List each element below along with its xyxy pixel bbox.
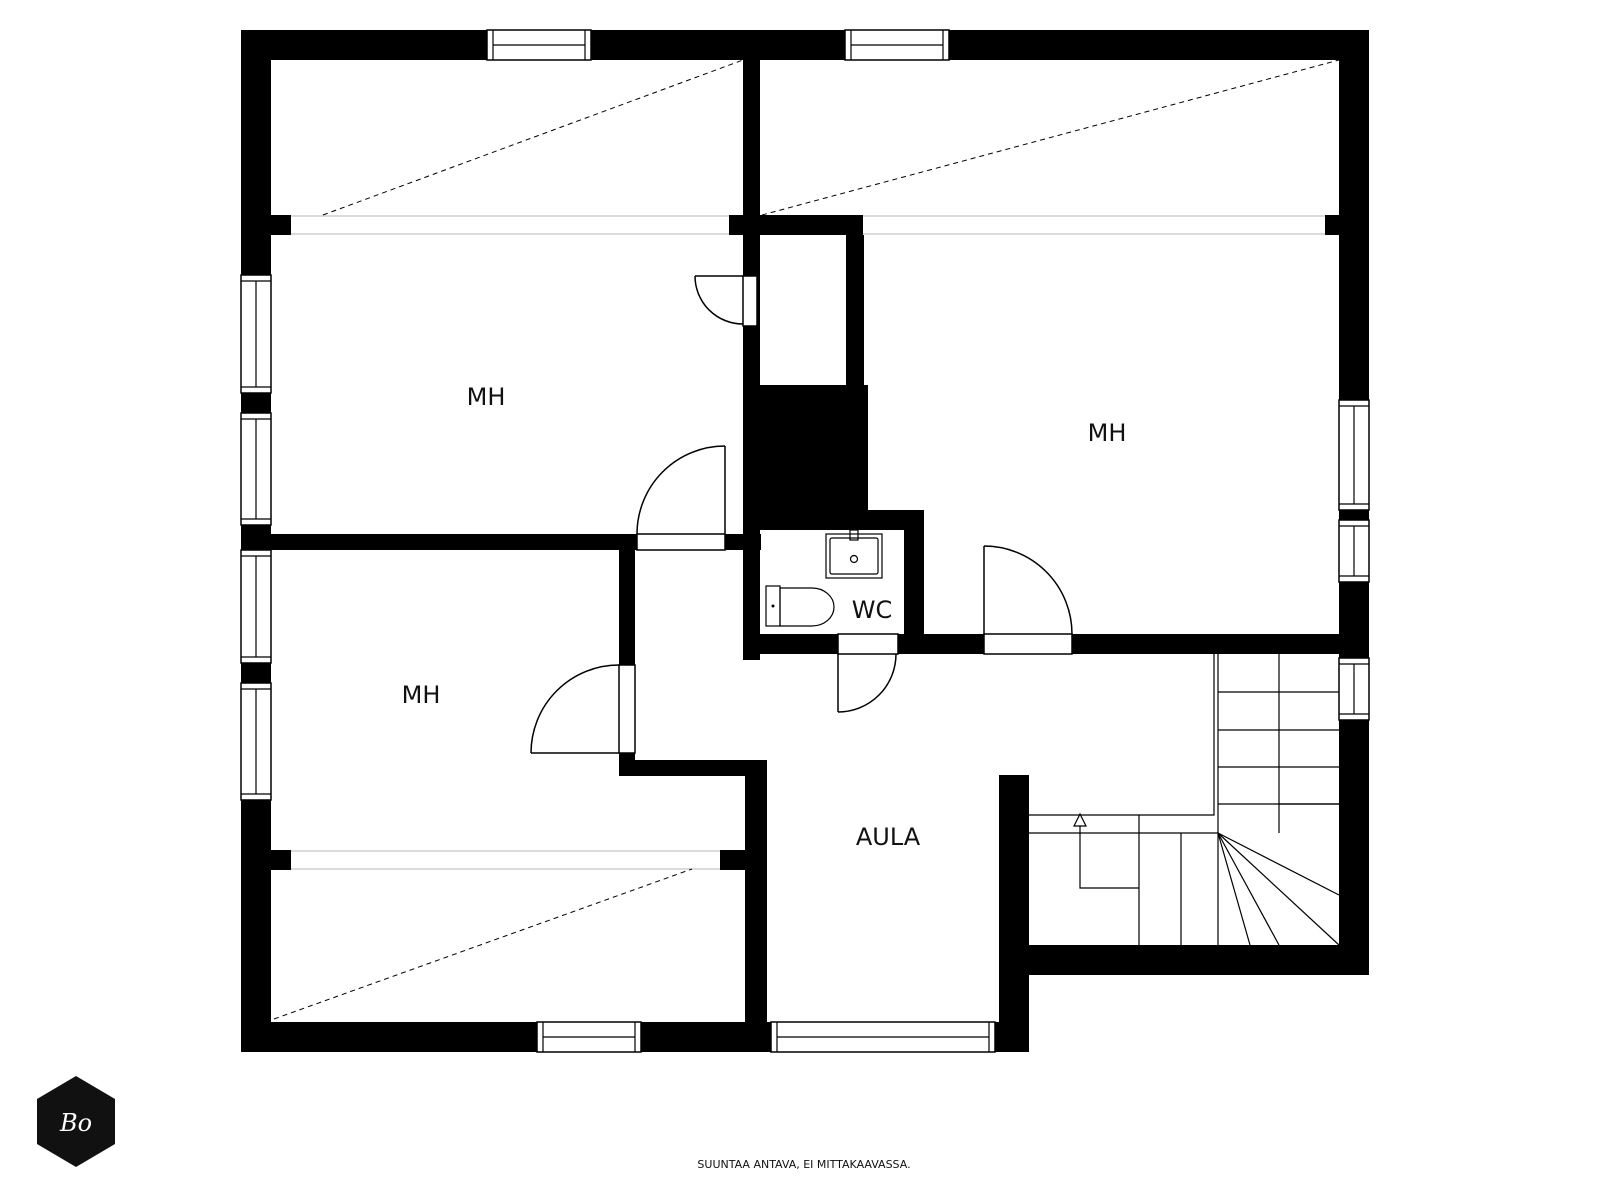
logo-hexagon-icon: Bo [37,1076,115,1167]
scale-note: SUUNTAA ANTAVA, EI MITTAKAAVASSA. [697,1158,910,1171]
window-top-1 [486,29,592,61]
door-bedroom-right [983,545,1073,655]
door-bedroom-top-left [636,445,726,551]
room-label-bedroom-right: MH [1088,419,1127,447]
window-left-1 [240,274,272,394]
window-left-4 [240,682,272,801]
window-right-1 [1338,399,1370,511]
room-labels: MH MH MH WC AULA [402,383,1127,851]
logo-text: Bo [59,1109,92,1137]
windows [240,29,1370,1053]
interior-walls [241,60,1358,1022]
window-right-3 [1338,657,1370,721]
window-left-2 [240,412,272,526]
toilet-icon [765,585,835,627]
room-label-bedroom-bottom-left: MH [402,681,441,709]
room-label-bedroom-top-left: MH [467,383,506,411]
stairs-arrow-icon [1073,812,1139,889]
door-shaft [694,275,758,327]
room-label-wc: WC [852,596,893,624]
sink-icon [825,529,883,579]
window-right-2 [1338,519,1370,583]
stairs [1029,654,1340,946]
door-wc [837,633,899,713]
window-bottom-2 [770,1021,996,1053]
door-bedroom-bottom-left [530,664,636,754]
window-bottom-1 [536,1021,642,1053]
window-top-2 [844,29,950,61]
wc-fixtures [765,529,883,627]
eaves-lines [273,59,1340,1020]
window-left-3 [240,549,272,664]
room-label-hall: AULA [856,823,921,851]
doors [530,275,1073,754]
